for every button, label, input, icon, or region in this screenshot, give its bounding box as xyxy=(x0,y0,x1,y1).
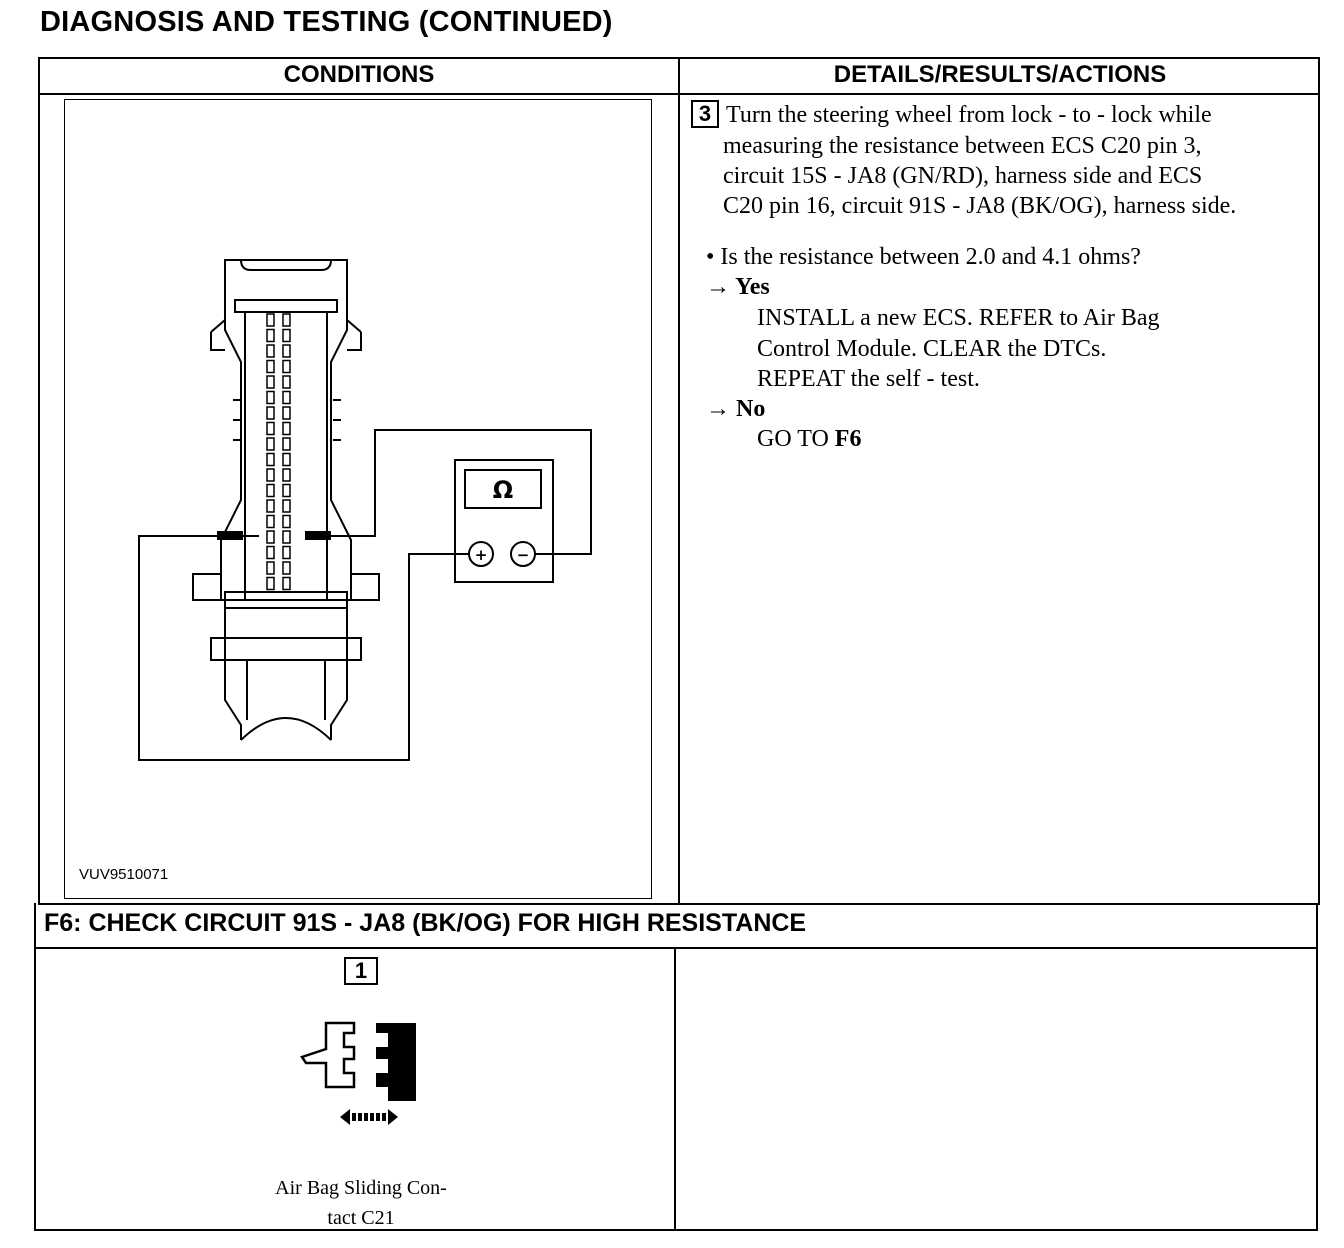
test-diagram: Ω + − VUV9510071 xyxy=(64,99,652,899)
diagnosis-table: CONDITIONS DETAILS/RESULTS/ACTIONS xyxy=(38,57,1320,905)
connector-pin xyxy=(266,576,275,591)
connector-pin xyxy=(282,514,291,529)
connector-pin xyxy=(282,468,291,482)
connector-pin xyxy=(266,390,275,405)
details-header: DETAILS/RESULTS/ACTIONS xyxy=(833,61,1167,88)
minus-terminal: − xyxy=(517,546,530,564)
f6-section-header: F6: CHECK CIRCUIT 91S - JA8 (BK/OG) FOR … xyxy=(34,903,1318,949)
ohm-symbol: Ω xyxy=(493,476,513,504)
no-action-prefix: GO TO xyxy=(757,426,835,452)
connector-pin xyxy=(266,406,275,420)
connector-pin xyxy=(266,344,275,358)
instruction-line: circuit 15S - JA8 (GN/RD), harness side … xyxy=(723,163,1203,189)
caption-line: tact C21 xyxy=(327,1207,395,1229)
instruction-line: measuring the resistance between ECS C20… xyxy=(723,133,1202,159)
connector-pins xyxy=(266,313,291,591)
instruction-line: Turn the steering wheel from lock - to -… xyxy=(726,102,1212,128)
connector-pin xyxy=(282,576,291,591)
column-divider xyxy=(678,59,680,903)
f6-table: 1 Air Bag Sliding Con- tact C21 xyxy=(34,947,1318,1231)
connector-pin xyxy=(282,452,291,467)
connector-pin xyxy=(282,561,291,575)
connector-pin xyxy=(282,530,291,544)
connector-pin xyxy=(282,344,291,358)
connector-pin xyxy=(266,437,275,451)
connector-ohmmeter-diagram: Ω + − xyxy=(138,259,592,761)
connector-pin xyxy=(282,437,291,451)
connector-pin xyxy=(282,421,291,436)
yes-label: → Yes xyxy=(706,274,770,300)
test-lead-pin16 xyxy=(313,429,592,555)
connector-pin xyxy=(266,359,275,374)
caption-line: Air Bag Sliding Con- xyxy=(275,1177,447,1199)
instruction-line: C20 pin 16, circuit 91S - JA8 (BK/OG), h… xyxy=(723,193,1237,219)
yes-action-line: INSTALL a new ECS. REFER to Air Bag xyxy=(757,305,1160,331)
goto-f6-link[interactable]: F6 xyxy=(834,426,862,452)
plus-terminal: + xyxy=(475,546,488,564)
no-action: GO TO F6 xyxy=(757,424,861,454)
conditions-header: CONDITIONS xyxy=(283,61,435,88)
separate-arrow-icon xyxy=(340,1109,398,1125)
step-number-3: 3 xyxy=(691,100,719,128)
yes-action-line: Control Module. CLEAR the DTCs. xyxy=(757,336,1107,362)
test-question: • Is the resistance between 2.0 and 4.1 … xyxy=(706,244,1141,270)
ohmmeter xyxy=(454,459,554,583)
connector-pin xyxy=(266,514,275,529)
header-divider xyxy=(40,93,1318,95)
connector-pin xyxy=(266,499,275,513)
connector-pin xyxy=(282,375,291,389)
connector-pin xyxy=(282,545,291,560)
connector-pin xyxy=(266,375,275,389)
connector-pin xyxy=(266,328,275,343)
probe-tip-right xyxy=(305,531,331,540)
connector-pin xyxy=(266,545,275,560)
connector-pin xyxy=(282,359,291,374)
connector-pin xyxy=(282,390,291,405)
connector-pin xyxy=(266,452,275,467)
connector-pin xyxy=(282,313,291,327)
no-label: → No xyxy=(706,396,766,422)
step-number-1: 1 xyxy=(344,957,378,985)
connector-pin xyxy=(266,561,275,575)
connector-pin xyxy=(282,406,291,420)
connector-pin xyxy=(282,499,291,513)
connector-pin xyxy=(282,328,291,343)
probe-tip-left xyxy=(217,531,243,540)
connector-pin xyxy=(266,421,275,436)
connector-pin xyxy=(282,483,291,498)
figure-id: VUV9510071 xyxy=(79,866,169,883)
f6-title: F6: CHECK CIRCUIT 91S - JA8 (BK/OG) FOR … xyxy=(44,909,807,937)
connector-pin xyxy=(266,468,275,482)
connector-pin xyxy=(266,483,275,498)
connector-pin xyxy=(266,530,275,544)
connector-caption: Air Bag Sliding Con- tact C21 xyxy=(236,1173,486,1233)
yes-action-line: REPEAT the self - test. xyxy=(757,366,980,392)
test-lead-pin3 xyxy=(138,535,469,761)
column-divider xyxy=(674,947,676,1229)
disconnect-connector-icon xyxy=(300,1021,416,1125)
connector-pin xyxy=(266,313,275,327)
page-title: DIAGNOSIS AND TESTING (CONTINUED) xyxy=(40,6,613,38)
